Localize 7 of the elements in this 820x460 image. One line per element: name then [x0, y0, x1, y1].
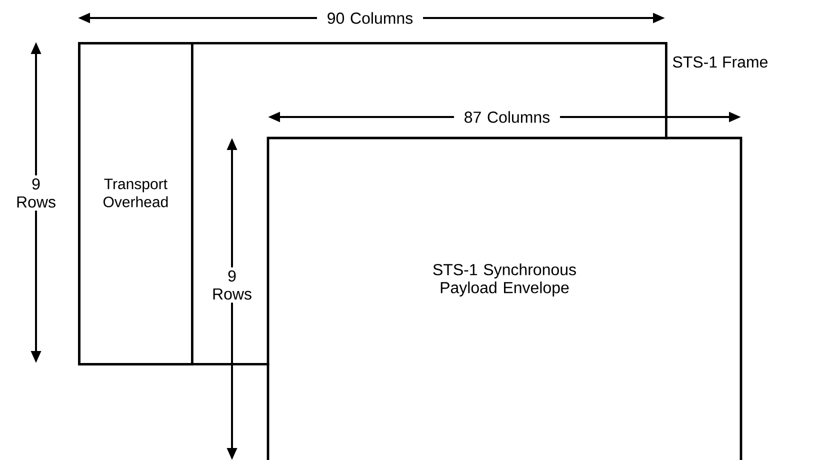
- node-label: STS-1 Frame: [672, 56, 768, 68]
- dimension-label: 9 Rows: [10, 175, 62, 211]
- dimension-label: 9 Rows: [206, 267, 258, 303]
- dimension-label: 87 Columns: [454, 108, 560, 126]
- dimension-label: 90 Columns: [317, 9, 423, 27]
- payload-box: STS-1 Synchronous Payload Envelope: [266, 136, 742, 460]
- overhead-column: Transport Overhead: [78, 42, 194, 366]
